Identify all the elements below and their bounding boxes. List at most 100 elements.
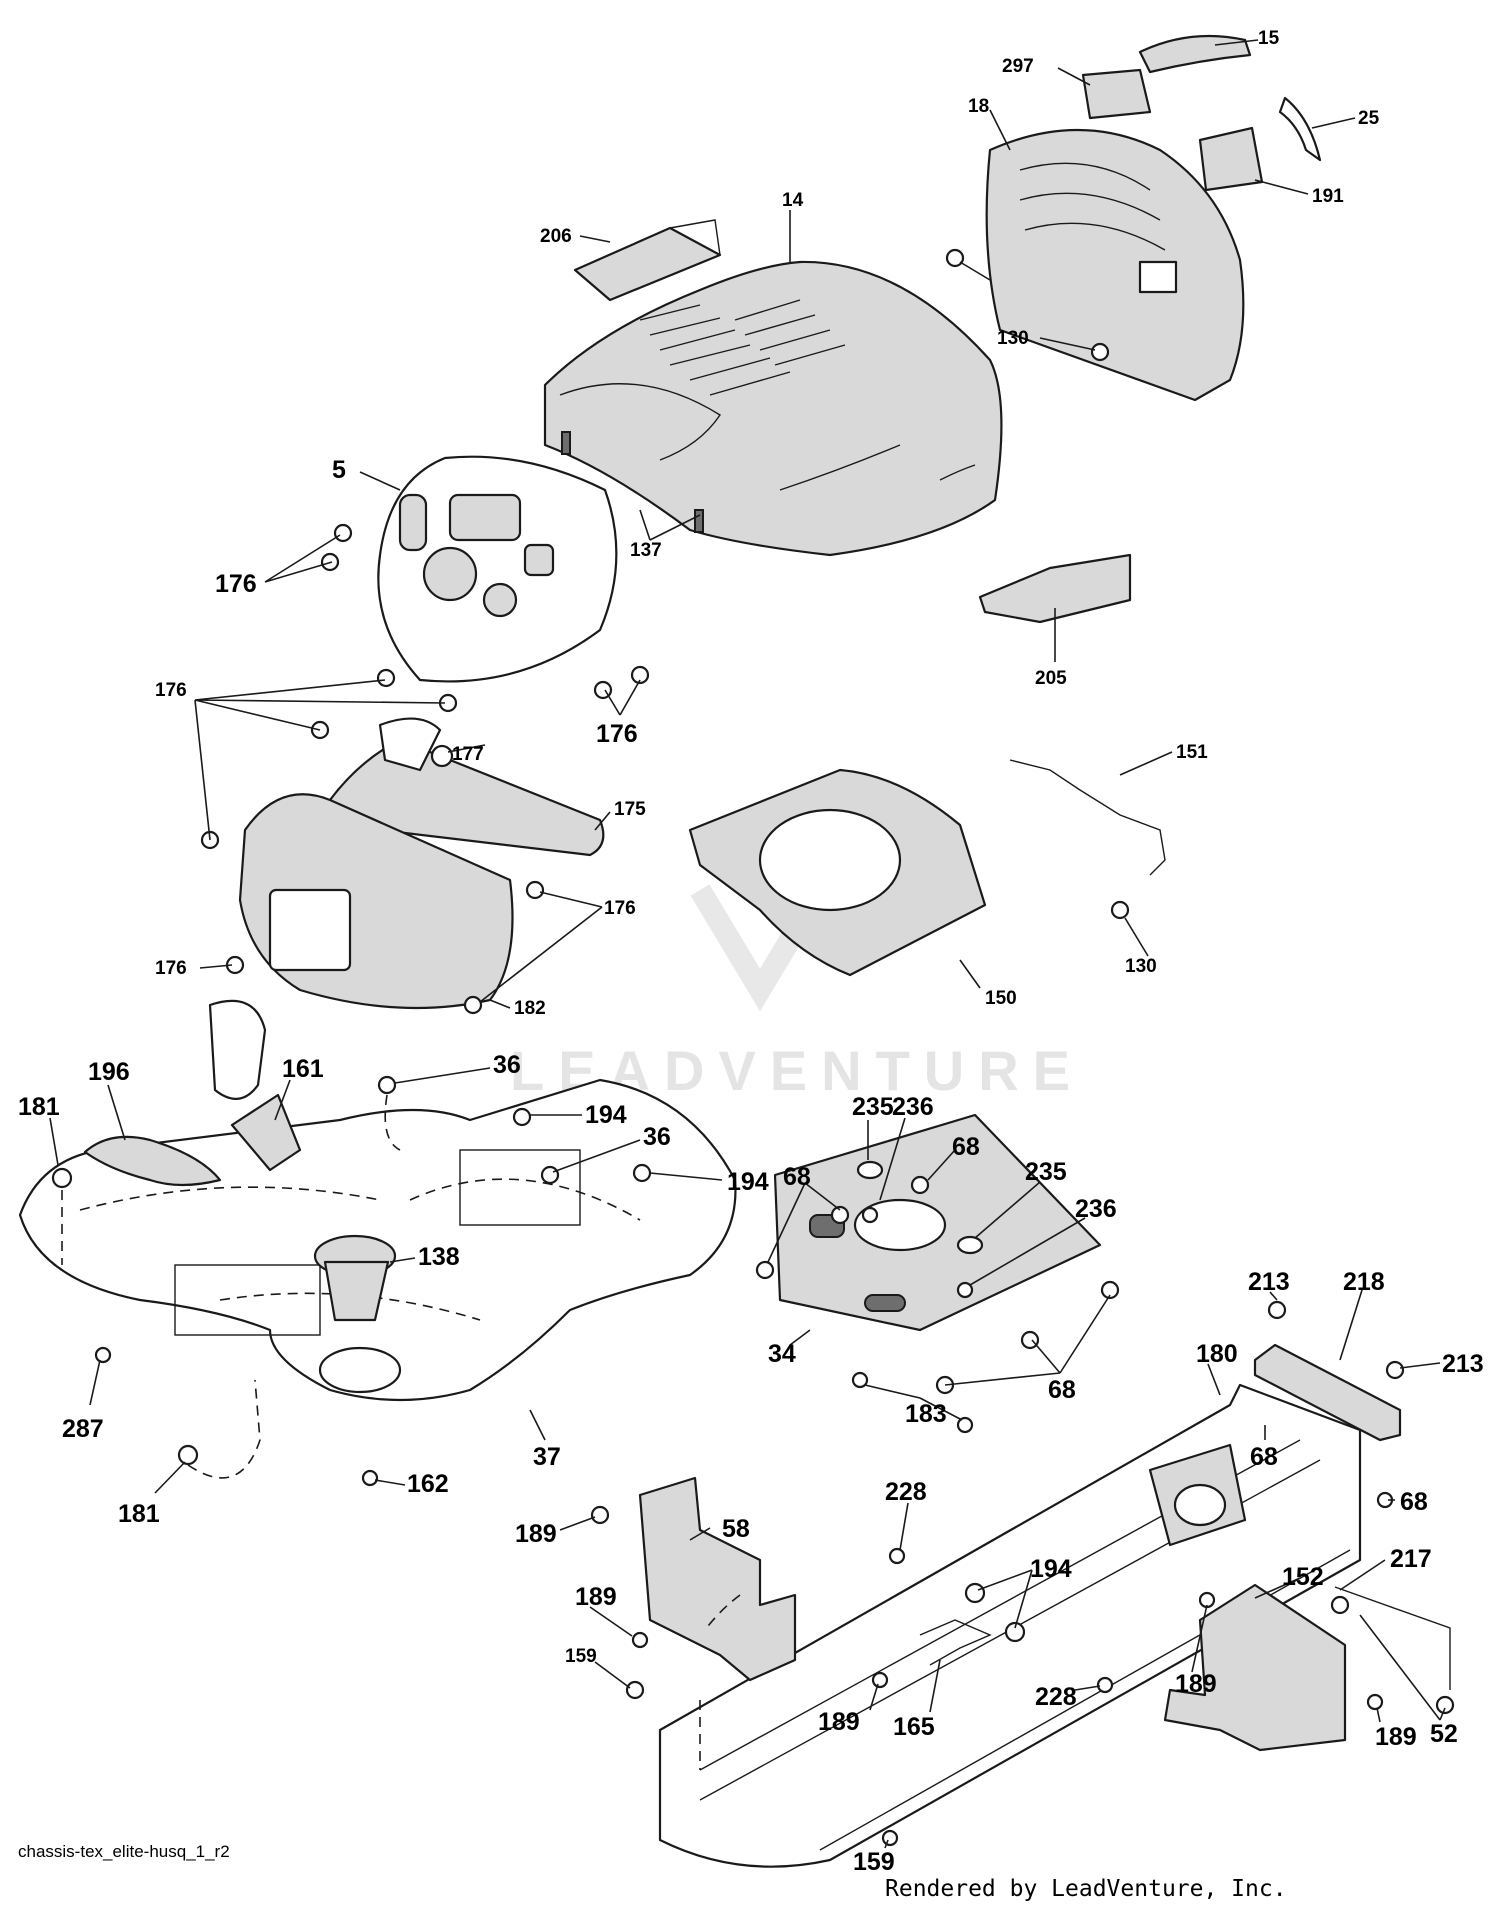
part-194-nut-a	[512, 1107, 532, 1127]
part-138-seat-boot[interactable]	[313, 1234, 397, 1322]
part-161-lever-cover[interactable]	[208, 999, 302, 1172]
part-15-lens-cover[interactable]	[1138, 34, 1252, 74]
part-206-bracket[interactable]	[573, 219, 722, 302]
part-68-bolt-a	[910, 1175, 930, 1195]
label-176-e: 176	[604, 898, 636, 919]
part-52-nut	[1330, 1595, 1350, 1615]
label-36-b: 36	[643, 1123, 671, 1151]
frame-fasteners[interactable]	[590, 1505, 1455, 1847]
part-18-grille[interactable]	[985, 128, 1245, 402]
part-236-spacer-a	[861, 1206, 879, 1224]
label-191: 191	[1312, 186, 1344, 207]
label-189-b: 189	[575, 1583, 617, 1611]
part-194-nut-c	[964, 1582, 986, 1604]
part-191-light[interactable]	[1198, 126, 1264, 192]
rendered-by-footer: Rendered by LeadVenture, Inc.	[885, 1876, 1287, 1902]
diagram-caption: chassis-tex_elite-husq_1_r2	[18, 1842, 230, 1861]
label-130-b: 130	[1125, 956, 1157, 977]
label-58: 58	[722, 1515, 750, 1543]
label-151: 151	[1176, 742, 1208, 763]
part-68-bolt-c	[755, 1260, 775, 1280]
part-labels: 15 297 25 18 191 14 206 130 5 176 137 20…	[18, 28, 1484, 1876]
label-52: 52	[1430, 1720, 1458, 1748]
label-25: 25	[1358, 108, 1380, 129]
label-180: 180	[1196, 1340, 1238, 1368]
label-161: 161	[282, 1055, 324, 1083]
label-189-e: 189	[1375, 1723, 1417, 1751]
part-236-spacer-b	[956, 1281, 974, 1299]
part-196-cover[interactable]	[83, 1135, 222, 1187]
label-228-a: 228	[885, 1478, 927, 1506]
label-68-e: 68	[1400, 1488, 1428, 1516]
part-181-grommet-a	[51, 1167, 73, 1189]
part-175-dash-bracket[interactable]	[328, 717, 605, 857]
label-176-d: 176	[155, 958, 187, 979]
label-152: 152	[1282, 1563, 1324, 1591]
label-236-b: 236	[1075, 1195, 1117, 1223]
part-297-light[interactable]	[1081, 68, 1152, 120]
part-183-bolt	[851, 1371, 869, 1389]
part-34-seat-plate[interactable]	[773, 1113, 1102, 1332]
label-159-b: 159	[853, 1848, 895, 1876]
part-235-bushing-b	[956, 1235, 984, 1255]
label-150: 150	[985, 988, 1017, 1009]
label-15: 15	[1258, 28, 1280, 49]
part-130-screw-a[interactable]	[945, 248, 1110, 362]
part-228-bolt-b	[1096, 1676, 1114, 1694]
label-159-a: 159	[565, 1646, 597, 1667]
label-213-b: 213	[1442, 1350, 1484, 1378]
label-235-b: 235	[1025, 1158, 1067, 1186]
part-152-cover[interactable]	[1163, 1583, 1347, 1752]
part-176-bolts-b[interactable]	[200, 720, 545, 1015]
part-5-dash-panel[interactable]	[377, 455, 618, 683]
label-176-c: 176	[155, 680, 187, 701]
label-175: 175	[614, 799, 646, 820]
part-189-bolt-c	[871, 1671, 889, 1689]
label-189-d: 189	[1175, 1670, 1217, 1698]
part-165-link[interactable]	[919, 1619, 992, 1666]
label-181-a: 181	[18, 1093, 60, 1121]
label-176-b: 176	[596, 720, 638, 748]
label-194-c: 194	[1030, 1555, 1072, 1583]
part-137-clip[interactable]	[561, 431, 704, 533]
label-189-a: 189	[515, 1520, 557, 1548]
part-181-grommet-b	[177, 1444, 199, 1466]
leader-lines	[49, 39, 1446, 1849]
label-137: 137	[630, 540, 662, 561]
label-182: 182	[514, 998, 546, 1019]
part-151-bracket[interactable]	[1009, 759, 1166, 876]
part-189-bolt-b	[631, 1631, 649, 1649]
part-235-bushing-a	[856, 1160, 884, 1180]
label-138: 138	[418, 1243, 460, 1271]
part-177-nut[interactable]	[430, 744, 454, 768]
part-205-bracket[interactable]	[978, 553, 1132, 624]
part-217-rod[interactable]	[1334, 1586, 1451, 1690]
part-182-console[interactable]	[238, 793, 514, 1010]
part-25-clip[interactable]	[1278, 96, 1322, 162]
label-14: 14	[782, 190, 804, 211]
part-130-screw-b[interactable]	[1110, 900, 1130, 920]
label-177: 177	[452, 744, 484, 765]
part-68-bolt-b	[830, 1205, 850, 1225]
part-189-bolt-d	[1198, 1591, 1216, 1609]
label-236-a: 236	[892, 1093, 934, 1121]
part-189-bolt-e	[1366, 1693, 1384, 1711]
part-14-hood[interactable]	[543, 260, 1003, 557]
part-287-screw	[94, 1346, 112, 1364]
label-196: 196	[88, 1058, 130, 1086]
label-228-b: 228	[1035, 1683, 1077, 1711]
part-58-bracket[interactable]	[638, 1476, 797, 1682]
label-205: 205	[1035, 668, 1067, 689]
fender-fasteners[interactable]	[51, 1075, 652, 1487]
label-181-b: 181	[118, 1500, 160, 1528]
label-176-a: 176	[215, 570, 257, 598]
part-218-bracket[interactable]	[1253, 1343, 1402, 1442]
seat-plate-fasteners[interactable]	[755, 1160, 1120, 1434]
part-228-bolt-a	[888, 1547, 906, 1565]
part-150-shroud[interactable]	[688, 768, 987, 977]
label-68-d: 68	[1250, 1443, 1278, 1471]
label-217: 217	[1390, 1545, 1432, 1573]
label-194-b: 194	[727, 1168, 769, 1196]
part-189-bolt-a	[590, 1505, 610, 1525]
